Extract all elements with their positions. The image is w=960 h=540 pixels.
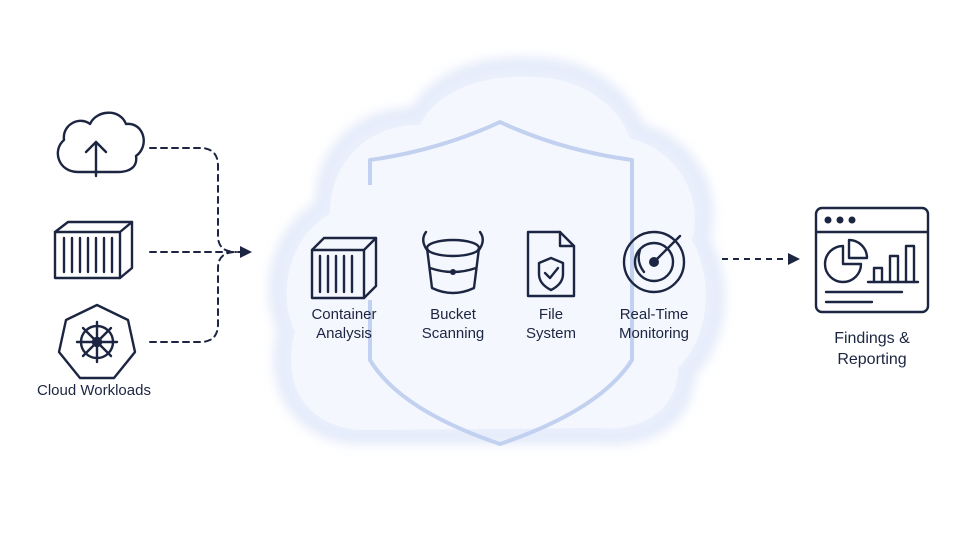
container-analysis-icon — [310, 236, 378, 300]
kubernetes-helm-icon — [57, 303, 137, 380]
output-arrowhead — [788, 253, 800, 265]
bucket-icon — [422, 230, 484, 295]
file-shield-icon — [526, 230, 576, 298]
shipping-container-icon — [53, 220, 134, 280]
source-connectors — [149, 147, 241, 343]
shield-outline — [368, 120, 634, 446]
radar-icon — [622, 230, 686, 294]
source-arrowhead — [240, 246, 252, 258]
cloud-workloads-label: Cloud Workloads — [37, 382, 151, 399]
cloud-upload-icon — [56, 111, 145, 178]
findings-reporting-label: Findings &Reporting — [834, 330, 910, 368]
dashboard-window-icon — [814, 206, 930, 314]
